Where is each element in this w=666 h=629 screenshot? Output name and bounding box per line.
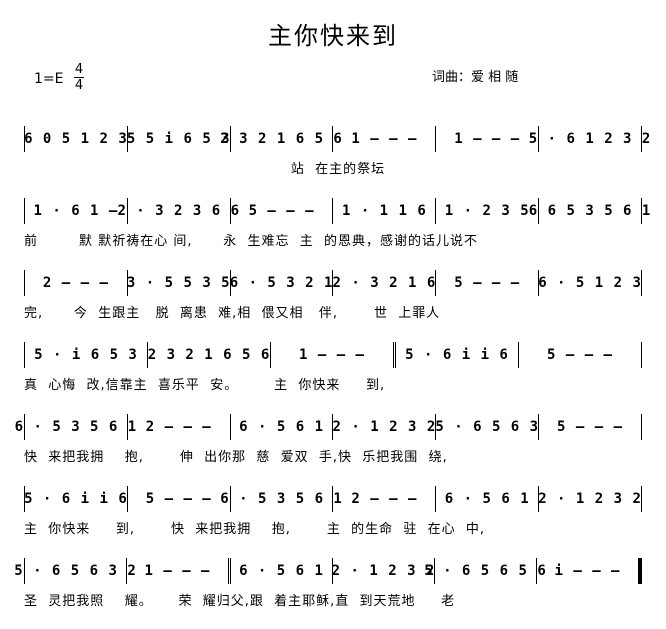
measure: 5 5 i 6 5 3 [127,126,231,152]
measure: 2 – – – [24,270,128,296]
time-signature-divider [74,77,84,78]
measure: 5 – – – [436,270,540,296]
score-row-2: 1 · 6 1 – 2 · 3 2 3 6 6 5 – – – 1 · 1 1 … [24,198,650,258]
notes-line: 5 · 6 5 6 3 2 1 – – – 6 · 5 6 1 2 · 1 2 … [14,558,642,584]
measure: 6 6 5 3 5 6 1 [529,198,650,224]
key-signature: 1=E [34,71,64,87]
measure: 1 – – – [271,342,396,368]
measure: 2 – – – [128,414,231,440]
score-row-1: 6 0 5 1 2 3 5 5 i 6 5 3 2 3 2 1 6 5 6 1 … [24,126,650,186]
measure: 5 – – – [519,342,642,368]
measure: 2 · 3 2 1 6 [333,270,437,296]
notes-line: 6 · 5 3 5 6 1 2 – – – 6 · 5 6 1 2 · 1 2 … [15,414,642,440]
measure: 5 – – – [128,486,231,512]
measure: 6 · 5 6 1 [231,414,334,440]
measure: 1 · 1 1 6 [333,198,437,224]
measure: 1 · 2 3 5 [436,198,540,224]
measure: 5 · 6 1 2 3 2 [529,126,650,152]
time-signature: 4 4 [73,62,85,93]
measure: 2 3 2 1 6 5 6 [148,342,271,368]
time-signature-top: 4 [74,62,84,77]
measure: 5 · 6 5 6 3 [435,414,540,440]
measure: 6 · 5 3 2 1 [230,270,334,296]
measure: 2 – – – [333,486,437,512]
lyrics-line: 站 在主的祭坛 [24,162,386,177]
measure: 5 – – – [539,414,642,440]
measure: 6 0 5 1 2 3 [24,126,128,152]
notes-line: 5 · i 6 5 3 2 3 2 1 6 5 6 1 – – – 5 · 6 … [24,342,642,368]
measure: 6 · 5 3 5 6 1 [15,414,136,440]
song-title: 主你快来到 [268,22,398,50]
measure: 5 · 6 5 6 3 2 [14,558,136,584]
measure: 6 · 5 6 1 [231,558,333,584]
measure: 2 · 1 2 3 2 [538,486,642,512]
notes-line: 5 · 6 i i 6 5 – – – 6 · 5 3 5 6 1 2 – – … [24,486,642,512]
lyrics-line: 圣 灵把我照 耀。 荣 耀归父,跟 着主耶稣,直 到天荒地 老 [24,594,456,609]
measure: 5 · 6 i i 6 [24,486,128,512]
measure: 5 · 6 5 6 5 6 [424,558,546,584]
lyrics-line: 真 心悔 改,信靠主 喜乐平 安。 主 你快来 到, [24,378,386,393]
measure: 6 · 5 6 1 [436,486,540,512]
score-row-3: 2 – – – 3 · 5 5 3 5 6 · 5 3 2 1 2 · 3 2 … [24,270,642,330]
composer-credit: 词曲：爱 相 随 [432,70,519,85]
time-signature-bottom: 4 [74,78,84,93]
measure: 1 – – – [127,558,231,584]
measure: 5 · i 6 5 3 [24,342,148,368]
measure: 1 – – – [436,126,540,152]
score-row-5: 6 · 5 3 5 6 1 2 – – – 6 · 5 6 1 2 · 1 2 … [15,414,642,474]
measure: 2 · 1 2 3 2 [333,414,437,440]
lyrics-line: 主 你快来 到, 快 来把我拥 抱, 主 的生命 驻 在心 中, [24,522,486,537]
score-row-6: 5 · 6 i i 6 5 – – – 6 · 5 3 5 6 1 2 – – … [24,486,642,546]
measure: 2 · 1 2 3 2 [332,558,435,584]
measure: 1 · 6 1 – [24,198,128,224]
measure: 5 · 6 i i 6 [396,342,519,368]
score-row-7: 5 · 6 5 6 3 2 1 – – – 6 · 5 6 1 2 · 1 2 … [14,558,642,618]
measure: 3 · 5 5 3 5 [127,270,231,296]
measure: i – – – [537,558,642,584]
lyrics-line: 前 默 默祈祷在心 间, 永 生难忘 主 的恩典，感谢的话儿说不 [24,234,479,249]
measure: 2 3 2 1 6 5 6 [220,126,342,152]
lyrics-line: 快 来把我拥 抱, 伸 出你那 慈 爱双 手,快 乐把我围 绕, [24,450,448,465]
lyrics-line: 完, 今 生跟主 脱 离患 难,相 偎又相 伴, 世 上罪人 [24,306,441,321]
score-row-4: 5 · i 6 5 3 2 3 2 1 6 5 6 1 – – – 5 · 6 … [24,342,642,402]
notes-line: 1 · 6 1 – 2 · 3 2 3 6 6 5 – – – 1 · 1 1 … [24,198,650,224]
measure: 1 – – – [333,126,437,152]
measure: 6 · 5 3 5 6 1 [220,486,342,512]
measure: 2 · 3 2 3 6 6 [117,198,239,224]
notes-line: 6 0 5 1 2 3 5 5 i 6 5 3 2 3 2 1 6 5 6 1 … [24,126,650,152]
notes-line: 2 – – – 3 · 5 5 3 5 6 · 5 3 2 1 2 · 3 2 … [24,270,642,296]
measure: 6 · 5 1 2 3 [538,270,642,296]
measure: 5 – – – [231,198,334,224]
